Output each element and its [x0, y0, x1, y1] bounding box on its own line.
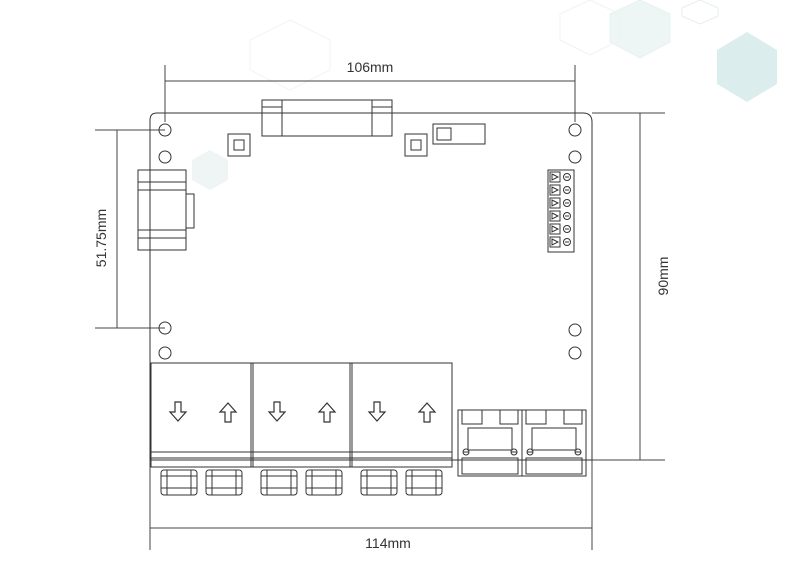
hexagon-decoration [681, 0, 719, 25]
arrow-up-icon [317, 402, 337, 423]
screw-terminal [405, 469, 443, 496]
relay-row [149, 362, 453, 468]
rj45-port [457, 409, 523, 477]
arrow-down-icon [267, 401, 287, 422]
background-hexagons [192, 0, 777, 190]
terminal-position [549, 171, 571, 183]
screw-terminal [260, 469, 298, 496]
screw-terminal [205, 469, 243, 496]
push-button-right [404, 133, 428, 157]
terminal-position [549, 197, 571, 209]
dimension-right-label: 90mm [655, 257, 671, 296]
arrow-up-icon [417, 402, 437, 423]
rj45-ports [457, 409, 587, 477]
mounting-hole [158, 346, 172, 360]
power-connector [137, 169, 195, 251]
dimension-bottom-label: 114mm [365, 535, 411, 551]
mounting-hole [568, 123, 582, 137]
hexagon-decoration [192, 150, 228, 190]
dimension-top [164, 65, 576, 122]
dimension-right [592, 112, 665, 461]
rj45-port [521, 409, 587, 477]
terminal-position [549, 236, 571, 248]
terminal-block [547, 169, 575, 253]
mounting-hole [568, 150, 582, 164]
mounting-hole [568, 323, 582, 337]
top-connector [261, 99, 393, 137]
hexagon-decoration [249, 19, 331, 91]
hexagon-decoration [609, 0, 671, 59]
screw-terminal [360, 469, 398, 496]
mounting-hole [158, 150, 172, 164]
push-button-left [227, 133, 251, 157]
screw-terminal [160, 469, 198, 496]
arrow-down-icon [367, 401, 387, 422]
arrow-up-icon [218, 402, 238, 423]
relay [149, 362, 453, 468]
hexagon-decoration [717, 32, 777, 102]
arrow-down-icon [168, 401, 188, 422]
relay-arrows [168, 401, 437, 423]
screw-terminal [305, 469, 343, 496]
mounting-hole [568, 346, 582, 360]
dimension-top-label: 106mm [347, 59, 394, 75]
small-switch [432, 123, 486, 145]
terminal-position [549, 210, 571, 222]
bottom-terminals [160, 469, 443, 496]
terminal-position [549, 184, 571, 196]
terminal-position [549, 223, 571, 235]
dimension-left [95, 129, 165, 329]
hexagon-decoration [559, 0, 621, 56]
dimension-bottom [149, 460, 593, 550]
dimension-left-label: 51.75mm [93, 209, 109, 267]
